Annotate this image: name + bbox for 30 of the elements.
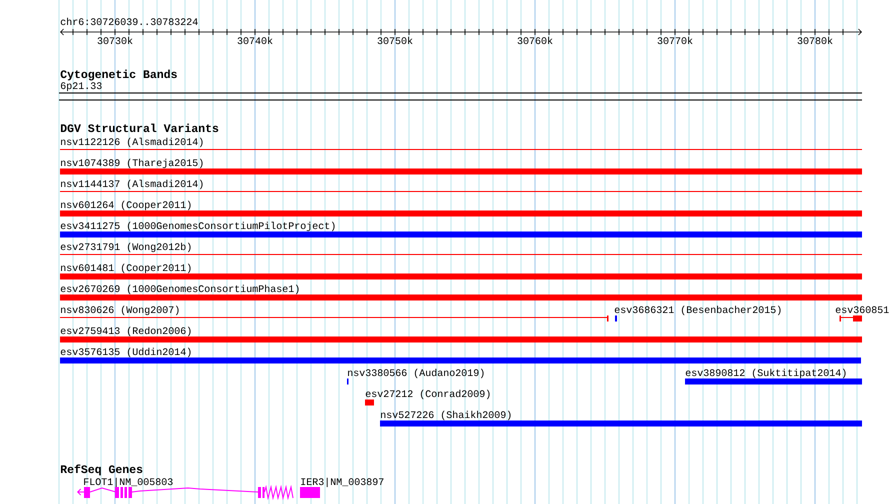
variant-label: esv3686321 (Besenbacher2015) (614, 306, 781, 316)
track-title: DGV Structural Variants (60, 124, 218, 132)
variant-label: nsv1074389 (Thareja2015) (61, 158, 203, 168)
variant-label: esv3576135 (Uddin2014) (60, 348, 191, 358)
variant-label: esv2670269 (1000GenomesConsortiumPhase1) (60, 284, 299, 294)
tick-label: 30780k (798, 36, 832, 44)
tick-label: 30740k (238, 36, 272, 44)
variant-label: esv3890812 (Suktitipat2014) (686, 368, 846, 378)
tick-label: 30760k (518, 36, 552, 44)
tick-label: 30730k (98, 36, 132, 44)
variant-label: nsv527226 (Shaikh2009) (381, 410, 511, 420)
track-title: RefSeq Genes (60, 464, 142, 476)
locus-title: chr6:30726039..30783224 (60, 18, 198, 26)
variant-label: nsv1122126 (Alsmadi2014) (61, 138, 203, 148)
variant-label: esv27212 (Conrad2009) (366, 390, 490, 400)
band-label: 6p21.33 (60, 82, 102, 92)
variant-label: nsv601481 (Cooper2011) (61, 264, 191, 274)
variant-label: esv3411275 (1000GenomesConsortiumPilotProject) (60, 222, 335, 232)
tick-label: 30770k (658, 36, 692, 44)
variant-label: nsv1144137 (Alsmadi2014) (61, 180, 203, 190)
gene-label: IER3|NM_003897 (301, 478, 384, 488)
variant-label: esv360851 (836, 306, 889, 314)
variant-label: esv2759413 (Redon2006) (60, 326, 191, 336)
variant-label: nsv830626 (Wong2007) (61, 306, 179, 316)
track-title: Cytogenetic Bands (60, 70, 177, 80)
variant-label: nsv3380566 (Audano2019) (348, 368, 484, 378)
variant-label: nsv601264 (Cooper2011) (61, 200, 191, 210)
gene-label: FLOT1|NM_005803 (84, 478, 173, 488)
variant-label: esv2731791 (Wong2012b) (60, 242, 191, 252)
tick-label: 30750k (378, 36, 412, 44)
